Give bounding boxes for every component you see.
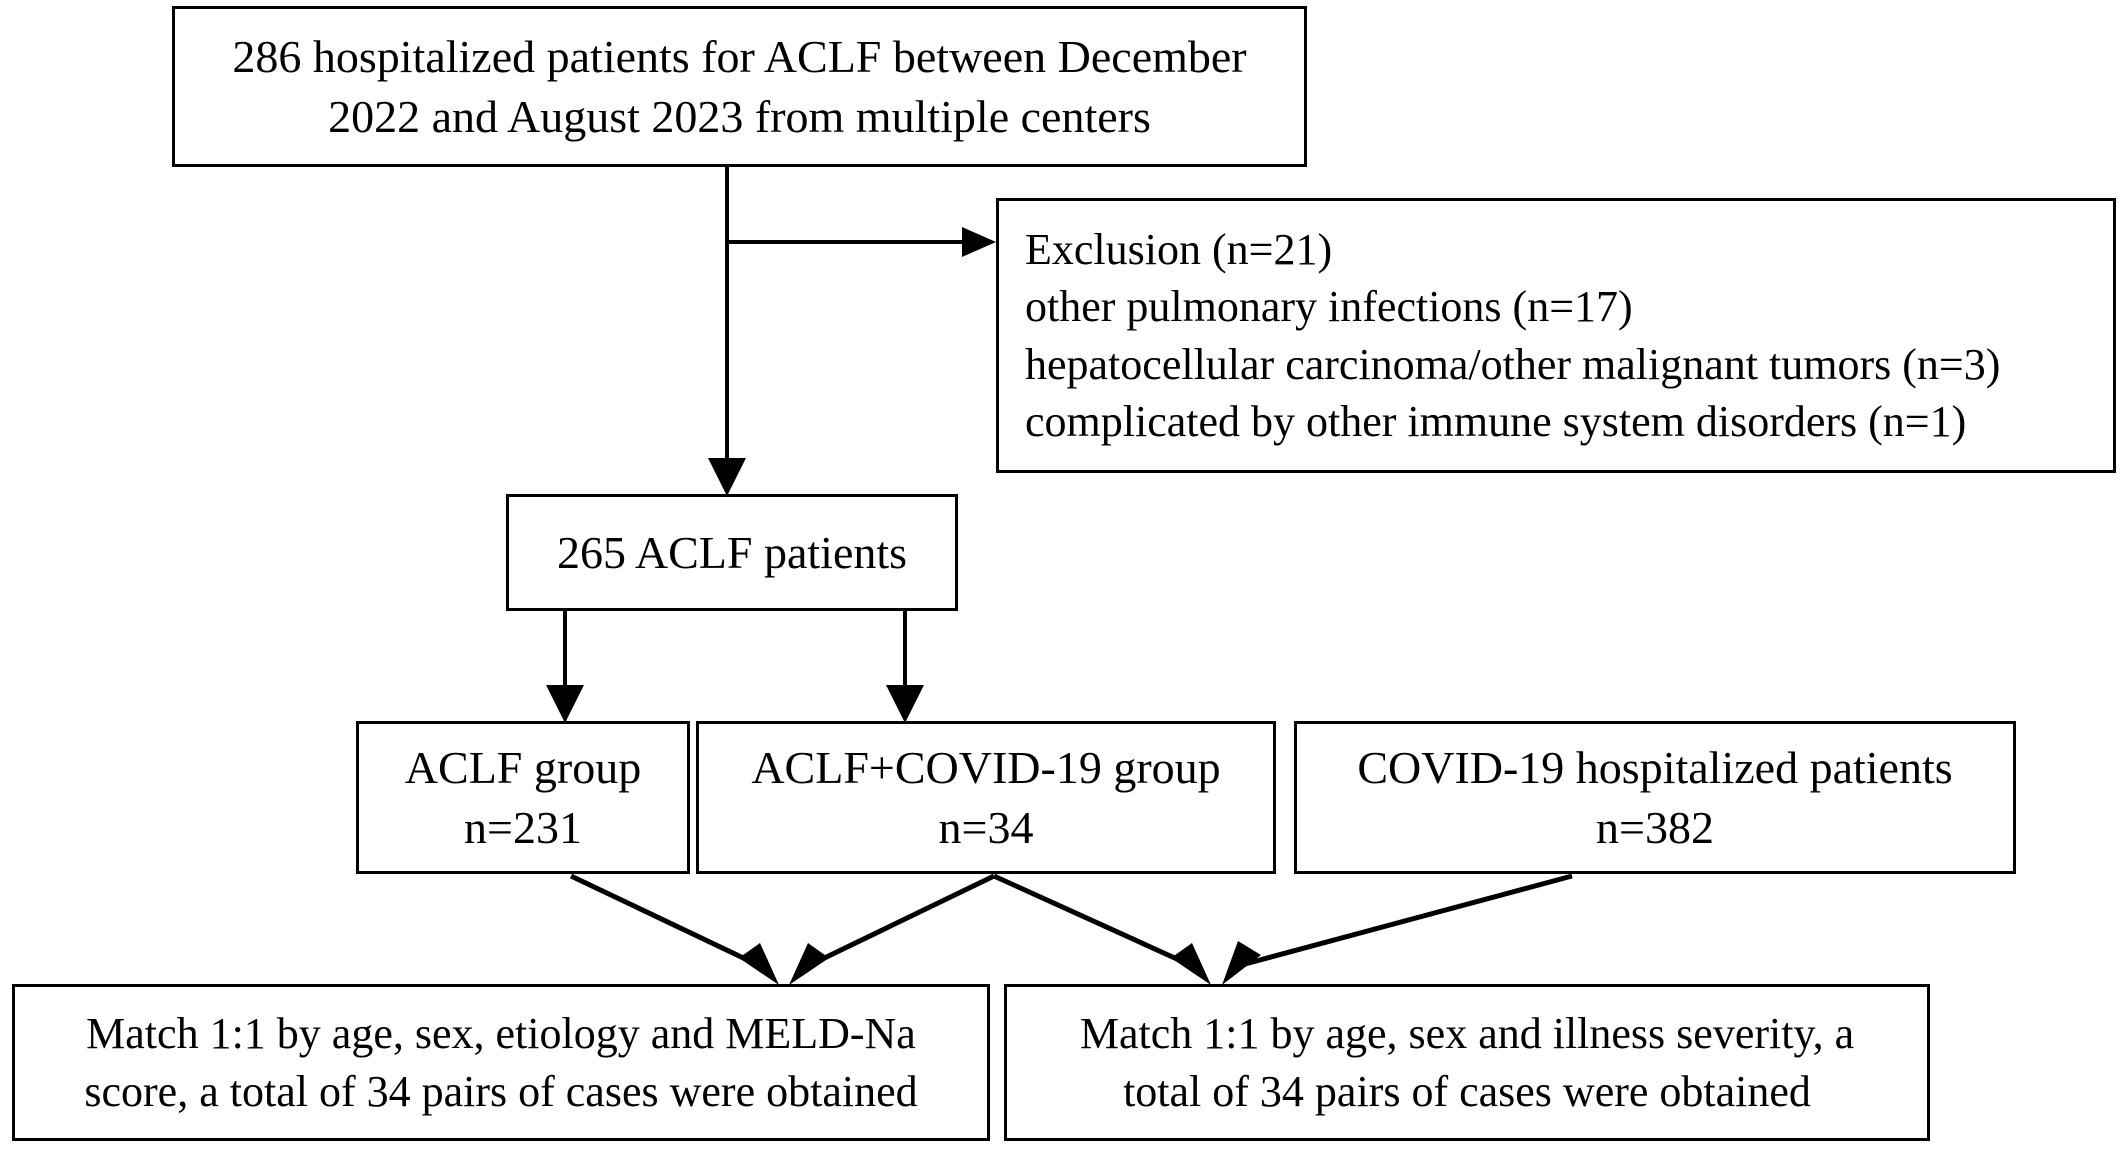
match-aclf-line-1: Match 1:1 by age, sex, etiology and MELD… [86, 1009, 916, 1059]
aclf-covid-group-count: n=34 [938, 801, 1034, 853]
aclf-group-label: ACLF group [404, 741, 642, 793]
covid-hospitalized-count: n=382 [1596, 801, 1714, 853]
eligible-aclf-label: 265 ACLF patients [556, 526, 908, 578]
edge-covid-to-match-right [1222, 873, 1573, 985]
covid-hospitalized-label: COVID-19 hospitalized patients [1357, 741, 1953, 793]
edge-aclf-group-to-match-left [569, 873, 779, 985]
exclusion-line-2: other pulmonary infections (n=17) [1025, 282, 1633, 332]
match-covid-line-2: total of 34 pairs of cases were obtained [1123, 1066, 1811, 1116]
edge-source-to-aclf265 [708, 167, 746, 496]
edge-aclf265-to-aclf-covid-group [886, 611, 924, 723]
edge-source-to-exclusion [725, 167, 996, 257]
aclf-covid-group-box: ACLF+COVID-19 group n=34 [696, 721, 1276, 874]
source-cohort-box: 286 hospitalized patients for ACLF betwe… [172, 6, 1307, 167]
exclusion-criteria-box: Exclusion (n=21) other pulmonary infecti… [996, 198, 2116, 473]
edge-aclf265-to-aclf-group [546, 611, 584, 723]
match-aclf-box: Match 1:1 by age, sex, etiology and MELD… [12, 984, 990, 1141]
edge-aclf-covid-to-match-right [992, 873, 1211, 985]
covid-hospitalized-box: COVID-19 hospitalized patients n=382 [1294, 721, 2016, 874]
source-cohort-line-1: 286 hospitalized patients for ACLF betwe… [232, 30, 1247, 82]
exclusion-line-4: complicated by other immune system disor… [1025, 396, 1967, 446]
aclf-group-count: n=231 [464, 801, 582, 853]
aclf-covid-group-label: ACLF+COVID-19 group [751, 741, 1221, 793]
aclf-group-box: ACLF group n=231 [356, 721, 690, 874]
eligible-aclf-box: 265 ACLF patients [506, 494, 958, 611]
match-aclf-line-2: score, a total of 34 pairs of cases were… [84, 1066, 918, 1116]
match-covid-box: Match 1:1 by age, sex and illness severi… [1004, 984, 1930, 1141]
source-cohort-line-2: 2022 and August 2023 from multiple cente… [328, 90, 1151, 142]
exclusion-line-3: hepatocellular carcinoma/other malignant… [1025, 339, 2001, 389]
edge-aclf-covid-to-match-left [789, 873, 996, 985]
exclusion-line-1: Exclusion (n=21) [1025, 225, 1333, 275]
match-covid-line-1: Match 1:1 by age, sex and illness severi… [1079, 1009, 1855, 1059]
